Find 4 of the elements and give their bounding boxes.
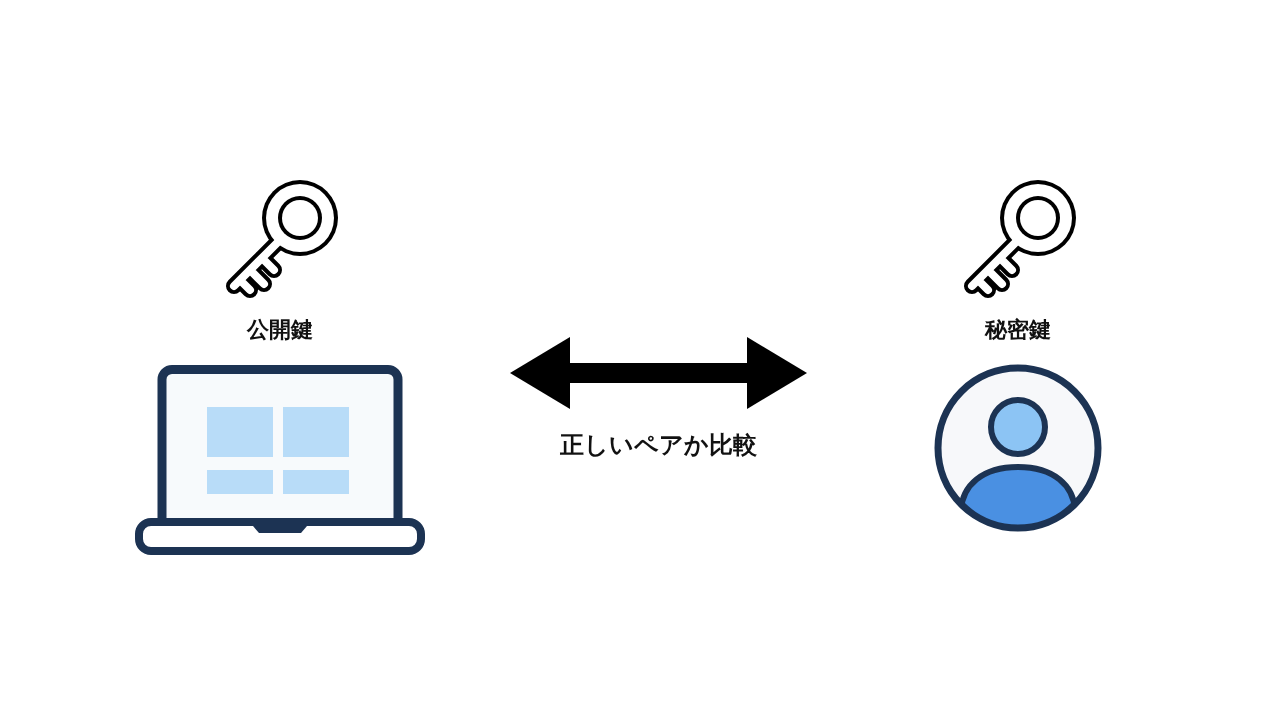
key-label: 公開鍵 [247,316,313,344]
key-label: 秘密鍵 [985,316,1051,344]
double-arrow [510,337,807,409]
edge-label: 正しいペアか比較 [560,430,757,461]
